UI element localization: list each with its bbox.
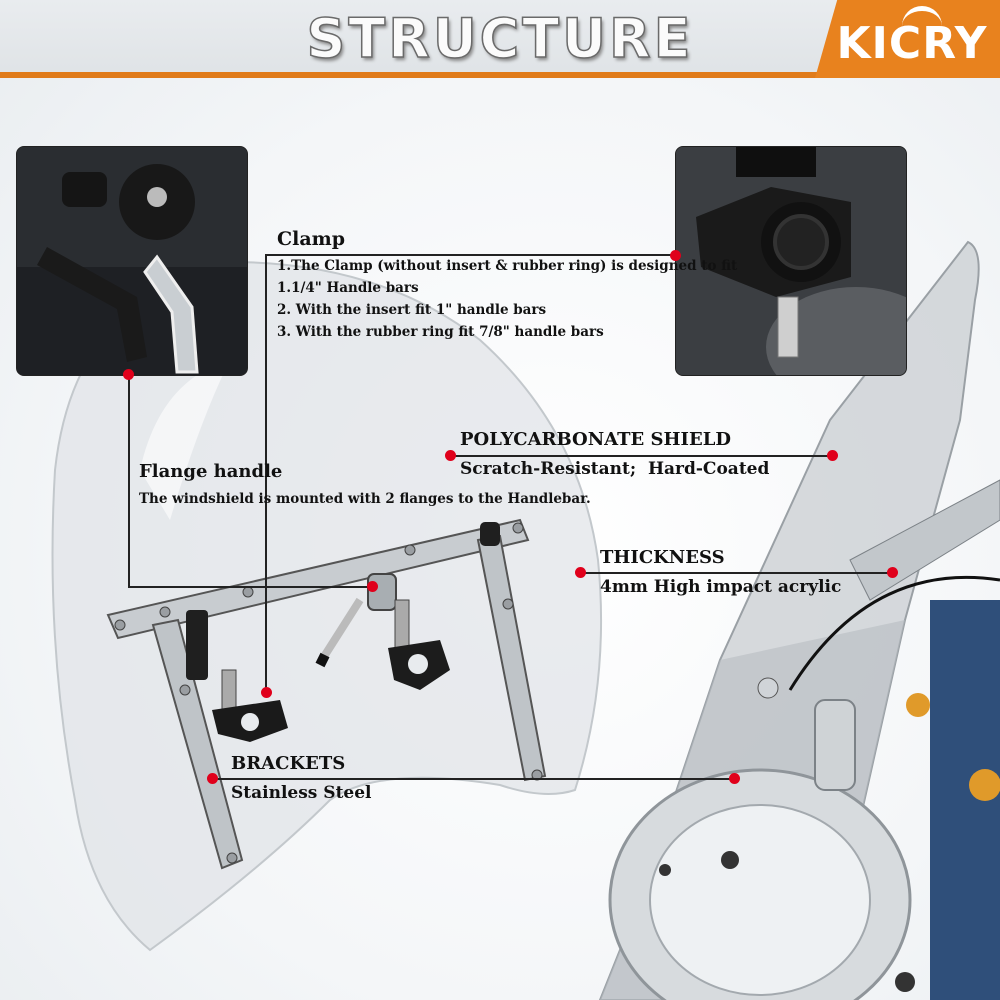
top-bracket-bar	[106, 518, 530, 640]
thickness-heading: THICKNESS	[600, 547, 725, 568]
brackets-marker-right	[729, 773, 740, 784]
shield-marker-right	[827, 450, 838, 461]
shield-detail: Scratch-Resistant; Hard-Coated	[460, 459, 770, 479]
clamp-line-3: 2. With the insert fit 1" handle bars	[277, 302, 547, 318]
clamp-leader-vertical	[265, 254, 267, 692]
flange-heading: Flange handle	[139, 461, 283, 482]
brand-logo-arc-icon	[902, 6, 942, 33]
clamp-photo	[675, 146, 907, 376]
thickness-marker-right	[887, 567, 898, 578]
brackets-leader	[212, 778, 734, 780]
left-bracket-strut	[151, 618, 244, 870]
clamp-line-4: 3. With the rubber ring fit 7/8" handle …	[277, 324, 604, 340]
brackets-marker-left	[207, 773, 218, 784]
thickness-marker-left	[575, 567, 586, 578]
flange-photo-marker	[123, 369, 134, 380]
shield-leader	[450, 455, 832, 457]
thickness-detail: 4mm High impact acrylic	[600, 577, 842, 597]
clamp-heading: Clamp	[277, 228, 346, 250]
flange-marker	[367, 581, 378, 592]
brackets-detail: Stainless Steel	[231, 783, 372, 803]
clamp-line-2: 1.1/4" Handle bars	[277, 280, 419, 296]
clamp-leader-horizontal	[265, 254, 675, 256]
page-title: STRUCTURE	[306, 6, 694, 71]
clamp-photo-marker	[670, 250, 681, 261]
thickness-leader	[580, 572, 892, 574]
flange-leader-vertical	[128, 374, 130, 587]
clamp-marker	[261, 687, 272, 698]
flange-leader-horizontal	[128, 586, 372, 588]
brackets-heading: BRACKETS	[231, 753, 346, 774]
shield-marker-left	[445, 450, 456, 461]
turn-signal-icon	[969, 769, 1000, 801]
brand-logo: KICRY	[836, 18, 988, 69]
flange-detail: The windshield is mounted with 2 flanges…	[139, 491, 591, 507]
flange-handle-photo	[16, 146, 248, 376]
clamp-line-1: 1.The Clamp (without insert & rubber rin…	[277, 258, 738, 274]
shield-heading: POLYCARBONATE SHIELD	[460, 429, 731, 450]
header-accent-stripe	[0, 72, 840, 78]
